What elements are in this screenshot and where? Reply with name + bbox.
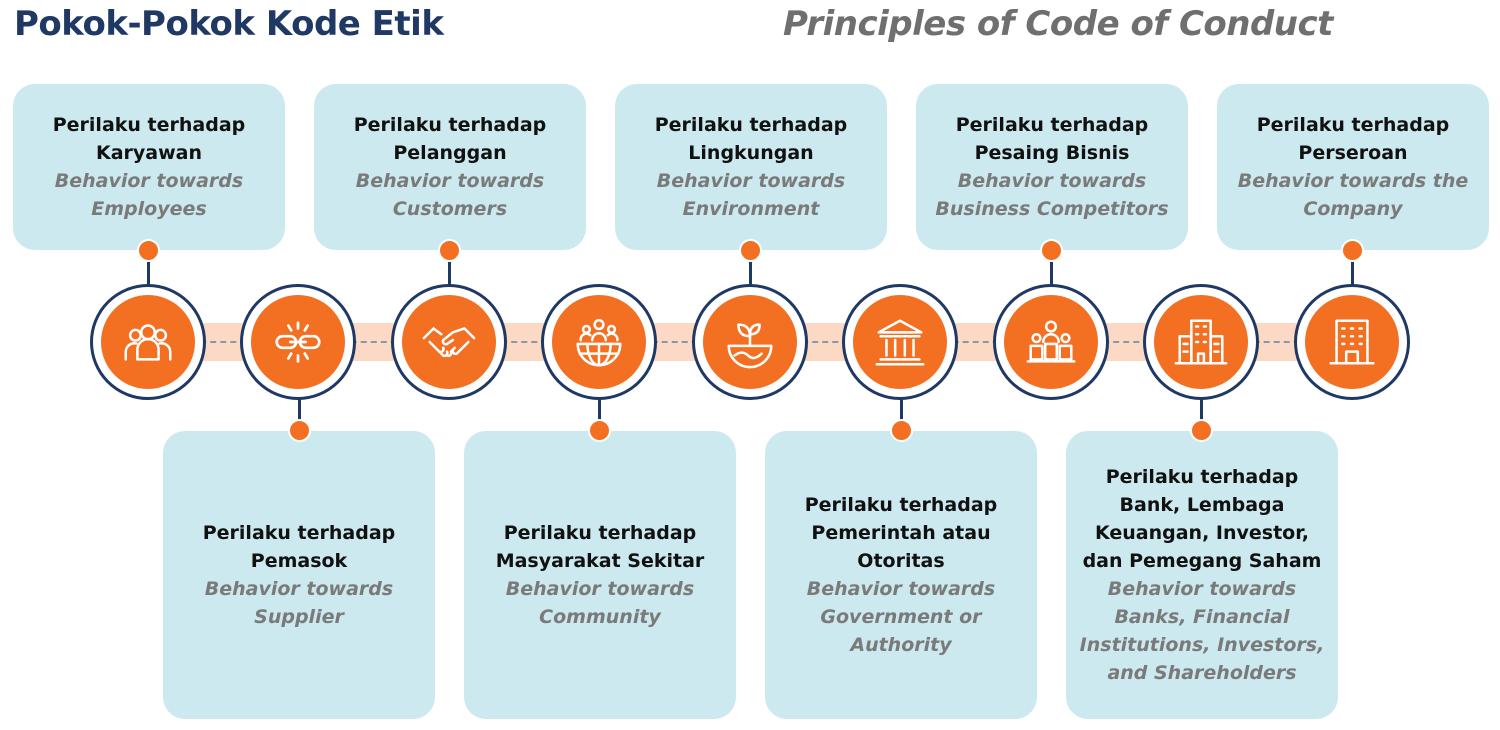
connector-dot (1341, 239, 1364, 262)
competitors-icon (1026, 320, 1076, 363)
connector-line (1050, 251, 1053, 287)
supplier-chain-icon (275, 321, 321, 363)
node-competitors (993, 284, 1109, 400)
title-indonesian: Pokok-Pokok Kode Etik (14, 4, 444, 44)
connector-dot (588, 419, 611, 442)
node-employees (90, 284, 206, 400)
node-supplier (240, 284, 356, 400)
employees-icon (124, 324, 172, 361)
node-government (842, 284, 958, 400)
node-community (541, 284, 657, 400)
community-globe-icon (576, 318, 622, 367)
handshake-icon (422, 327, 476, 358)
connector-line (749, 251, 752, 287)
connector-dot (739, 239, 762, 262)
connector-dot (288, 419, 311, 442)
connector-line (448, 251, 451, 287)
node-customers (391, 284, 507, 400)
connector-line (1351, 251, 1354, 287)
node-company (1294, 284, 1410, 400)
title-english: Principles of Code of Conduct (783, 4, 1333, 44)
connector-line (900, 398, 903, 434)
connector-line (147, 251, 150, 287)
environment-plant-icon (727, 323, 773, 369)
connector-line (598, 398, 601, 434)
node-environment (692, 284, 808, 400)
connector-dot (1040, 239, 1063, 262)
connector-dot (438, 239, 461, 262)
connector-dot (1190, 419, 1213, 442)
company-building-icon (1329, 319, 1375, 365)
connector-line (1200, 398, 1203, 434)
bank-building-icon (1174, 319, 1228, 365)
connector-line (298, 398, 301, 434)
node-banks-investors (1143, 284, 1259, 400)
connector-dot (137, 239, 160, 262)
connector-dot (890, 419, 913, 442)
government-building-icon (875, 319, 925, 366)
